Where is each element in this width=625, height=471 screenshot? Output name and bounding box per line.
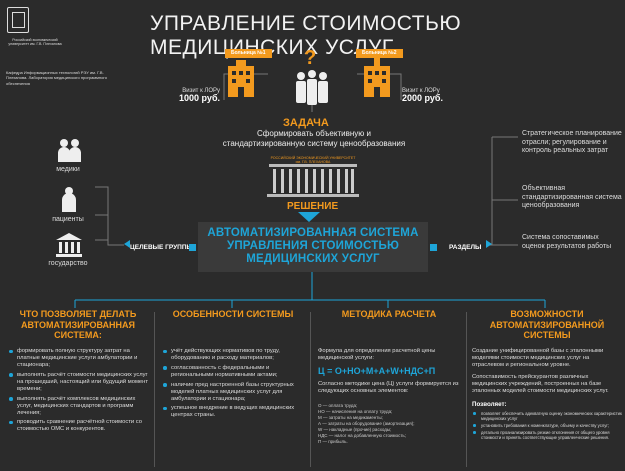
target-group-state: государство	[48, 260, 88, 267]
university-building-icon	[267, 164, 359, 197]
target-group-medics: медики	[56, 166, 80, 173]
hospital-1-price: 1000 руб.	[179, 93, 220, 103]
column-divider	[466, 312, 467, 467]
column-3-intro: Формула для определения расчетной цены м…	[318, 348, 436, 361]
page-title: УПРАВЛЕНИЕ СТОИМОСТЬЮ МЕДИЦИНСКИХ УСЛУГ	[150, 12, 462, 59]
hospital-building-icon	[364, 58, 390, 97]
formula-legend: О — оплата труда; НО — начисления на опл…	[318, 403, 464, 445]
hospital-building-icon	[228, 60, 254, 97]
list-item: выполнять расчёт стоимости медицинских у…	[8, 372, 150, 393]
target-group-patients: пациенты	[52, 216, 84, 223]
department-name: Кафедра Информационных технологий РЭУ им…	[6, 70, 107, 86]
automated-system-title: АВТОМАТИЗИРОВАННАЯ СИСТЕМА УПРАВЛЕНИЯ СТ…	[198, 222, 428, 272]
arrow-left-icon	[124, 240, 130, 248]
legend-item: М — затраты на медикаменты;	[318, 415, 383, 420]
solution-heading: РЕШЕНИЕ	[287, 201, 339, 212]
university-building-caption: РОССИЙСКИЙ ЭКОНОМИЧЕСКИЙ УНИВЕРСИТЕТ им.…	[270, 156, 356, 164]
column-divider	[154, 312, 155, 467]
legend-item: П — прибыль.	[318, 439, 348, 444]
column-3-note: Согласно методике цена (Ц) услуги формир…	[318, 381, 459, 394]
column-1-list: формировать полную структуру затрат на п…	[8, 348, 150, 436]
column-4-paragraph-1: Создание унифицированной базы с эталонны…	[472, 348, 604, 368]
list-item: учёт действующих нормативов по труду, об…	[162, 348, 306, 362]
list-item: согласованность с федеральными и региона…	[162, 365, 306, 379]
list-item: успешное внедрение в ведущих медицинских…	[162, 405, 306, 419]
arrow-right-icon	[486, 240, 492, 248]
column-4-heading: ВОЗМОЖНОСТИ АВТОМАТИЗИРОВАННОЙ СИСТЕМЫ	[489, 309, 605, 340]
list-item: формировать полную структуру затрат на п…	[8, 348, 150, 369]
hospital-2-price: 2000 руб.	[402, 93, 443, 103]
allows-heading: Позволяет:	[472, 401, 507, 408]
list-item: установить требования к номенклатуре, об…	[472, 423, 622, 428]
hospital-2-label: Больница №2	[356, 49, 403, 58]
hospital-1-visit: Визит к ЛОРу 1000 руб.	[176, 88, 220, 103]
legend-item: W — накладные (прочие) расходы;	[318, 427, 392, 432]
list-item: выполнять расчёт комплексов медицинских …	[8, 396, 150, 417]
hospital-1-visit-label: Визит к ЛОРу	[182, 88, 220, 94]
section-pricing-system: Объективная стандартизированная система …	[522, 185, 622, 210]
hospital-2-visit-label: Визит к ЛОРу	[402, 88, 440, 94]
question-mark: ?	[304, 47, 317, 69]
list-item: наличие пред настроенной базы структурны…	[162, 382, 306, 403]
hospital-2-visit: Визит к ЛОРу 2000 руб.	[402, 88, 452, 103]
target-groups-label: ЦЕЛЕВЫЕ ГРУППЫ	[130, 244, 193, 251]
arrow-down-icon	[298, 212, 320, 222]
doctors-icon	[296, 70, 328, 105]
list-item: детально проанализировать резкие отклоне…	[472, 430, 622, 440]
list-item: позволяет обеспечить адекватную оценку э…	[472, 411, 622, 421]
section-strategic-planning: Стратегическое планирование отрасли; рег…	[522, 130, 622, 155]
legend-item: А — затраты на оборудование (амортизация…	[318, 421, 415, 426]
hospital-1-label: Больница №1	[225, 49, 272, 58]
university-logo	[7, 7, 29, 33]
government-building-icon	[56, 233, 82, 257]
patient-icon	[62, 187, 76, 212]
column-2-list: учёт действующих нормативов по труду, об…	[162, 348, 306, 422]
column-4-list: позволяет обеспечить адекватную оценку э…	[472, 411, 622, 442]
column-2-heading: ОСОБЕННОСТИ СИСТЕМЫ	[172, 309, 294, 319]
task-heading: ЗАДАЧА	[283, 117, 329, 129]
left-connector-marker	[189, 244, 196, 251]
university-name: Российский экономический университет им.…	[8, 38, 62, 47]
list-item: проводить сравнение расчётной стоимости …	[8, 419, 150, 433]
task-text: Сформировать объективную и стандартизиро…	[222, 129, 406, 148]
section-comparable-evaluations: Система сопоставимых оценок результатов …	[522, 234, 612, 250]
medic-icon	[58, 139, 81, 162]
sections-label: РАЗДЕЛЫ	[449, 244, 482, 251]
column-4-paragraph-2: Сопоставимость прейскурантов различных м…	[472, 374, 609, 394]
legend-item: НДС — налог на добавленную стоимость;	[318, 433, 406, 438]
column-1-heading: ЧТО ПОЗВОЛЯЕТ ДЕЛАТЬ АВТОМАТИЗИРОВАННАЯ …	[19, 309, 137, 340]
price-formula: Ц = О+НО+М+А+W+НДС+П	[318, 366, 436, 376]
legend-item: НО — начисления на оплату труда;	[318, 409, 393, 414]
column-divider	[310, 312, 311, 467]
column-3-heading: МЕТОДИКА РАСЧЕТА	[341, 309, 437, 319]
right-connector-marker	[430, 244, 437, 251]
legend-item: О — оплата труда;	[318, 403, 358, 408]
